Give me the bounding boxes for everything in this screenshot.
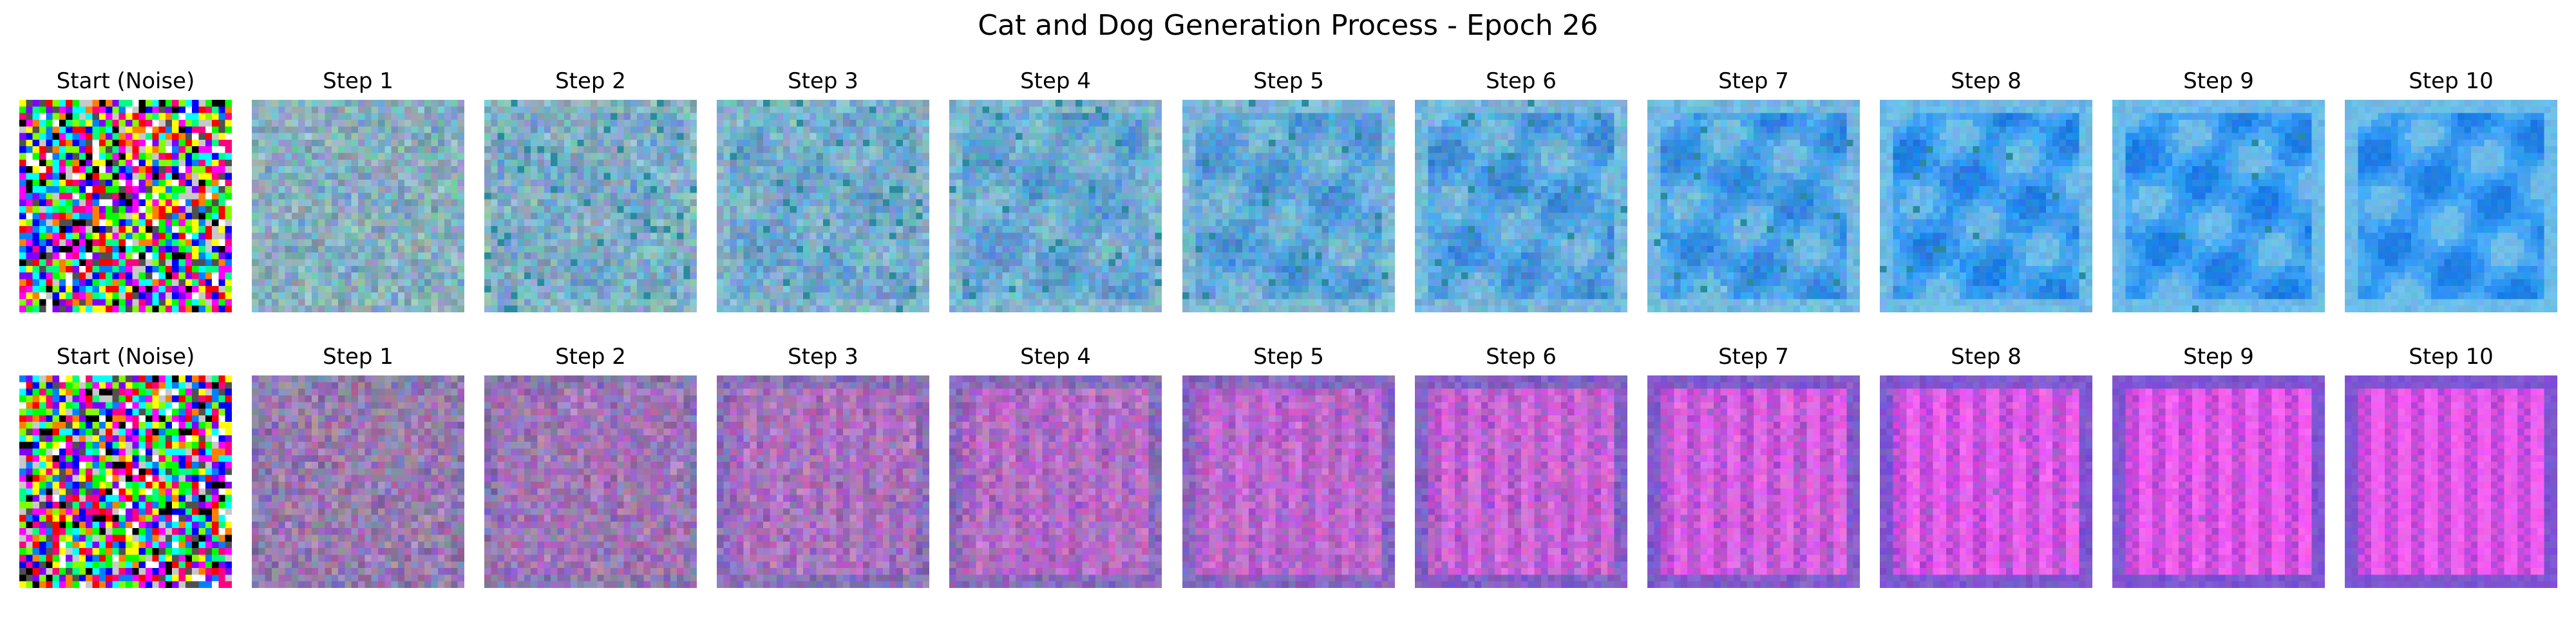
panel-title: Step 5: [1253, 344, 1324, 370]
panel-title: Step 1: [323, 68, 393, 94]
panel-title: Step 4: [1020, 344, 1091, 370]
generated-image: [2345, 100, 2557, 312]
generated-image: [717, 100, 929, 312]
panel-title: Step 8: [1951, 68, 2022, 94]
generated-image: [1880, 375, 2092, 588]
generated-image: [2112, 100, 2325, 312]
panel-title: Step 2: [555, 344, 626, 370]
generated-image: [1647, 375, 1860, 588]
panel-title: Step 4: [1020, 68, 1091, 94]
generated-image: [1880, 100, 2092, 312]
generated-image: [1415, 100, 1627, 312]
generated-image: [484, 375, 697, 588]
generated-image: [2345, 375, 2557, 588]
generated-image: [1415, 375, 1627, 588]
noise-image: [19, 375, 232, 588]
panel-title: Step 2: [555, 68, 626, 94]
generated-image: [2112, 375, 2325, 588]
panel-title: Step 8: [1951, 344, 2022, 370]
noise-image: [19, 100, 232, 312]
generated-image: [252, 100, 464, 312]
generated-image: [717, 375, 929, 588]
figure-title: Cat and Dog Generation Process - Epoch 2…: [978, 9, 1598, 42]
generated-image: [484, 100, 697, 312]
panel-title: Step 5: [1253, 68, 1324, 94]
generated-image: [949, 375, 1162, 588]
panel-title: Step 1: [323, 344, 393, 370]
generated-image: [252, 375, 464, 588]
panel-title: Step 3: [788, 344, 858, 370]
generated-image: [1182, 100, 1395, 312]
panel-title: Start (Noise): [56, 68, 195, 94]
panel-title: Step 3: [788, 68, 858, 94]
panel-title: Step 10: [2409, 344, 2494, 370]
panel-title: Step 9: [2183, 68, 2254, 94]
panel-title: Step 9: [2183, 344, 2254, 370]
panel-title: Step 7: [1718, 68, 1789, 94]
generated-image: [949, 100, 1162, 312]
panel-title: Start (Noise): [56, 344, 195, 370]
panel-title: Step 6: [1486, 344, 1557, 370]
panel-title: Step 6: [1486, 68, 1557, 94]
panel-title: Step 7: [1718, 344, 1789, 370]
panel-title: Step 10: [2409, 68, 2494, 94]
generated-image: [1182, 375, 1395, 588]
generated-image: [1647, 100, 1860, 312]
